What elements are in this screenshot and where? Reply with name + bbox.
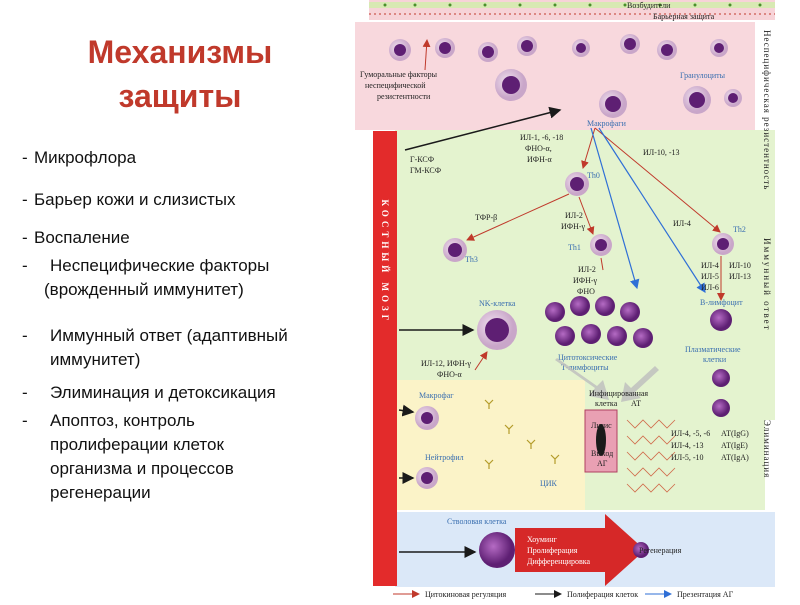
arrow-humoral <box>422 39 431 71</box>
ig-at-1: АТ(IgG) <box>721 429 749 438</box>
bone-marrow-label: КОСТНЫЙ МОЗГ <box>380 200 390 325</box>
arrow-presentation-b <box>598 127 706 294</box>
th3-label: Th3 <box>465 255 478 264</box>
b-cell-label: В-лимфоцит <box>700 298 743 307</box>
csf-line-2: ГМ-КСФ <box>410 166 441 175</box>
th0-label: Th0 <box>587 171 600 180</box>
neutrophil-label: Нейтрофил <box>425 453 464 462</box>
th2-cyto-r2: ИЛ-13 <box>729 272 751 281</box>
infected-line-1: Инфицированная <box>589 389 648 398</box>
th1-cyto-2: ИФН-γ <box>573 276 598 285</box>
macrophages-label: Макрофаги <box>587 119 627 128</box>
infected-line-2: клетка <box>595 399 618 408</box>
th2-label: Th2 <box>733 225 746 234</box>
csf-line-1: Г-КСФ <box>410 155 434 164</box>
cik-label: ЦИК <box>540 479 558 488</box>
ig-il-3: ИЛ-5, -10 <box>671 453 704 462</box>
side-label-immune: Иммунный ответ <box>762 238 772 332</box>
lysis-line-3: АГ <box>597 459 608 468</box>
humoral-label-1: Гуморальные факторы <box>360 70 438 79</box>
granulocytes-label: Гранулоциты <box>680 71 726 80</box>
th2-cyto-l3: ИЛ-6 <box>701 283 719 292</box>
ig-il-1: ИЛ-4, -5, -6 <box>671 429 710 438</box>
legend: Цитокиновая регуляция Полиферация клеток… <box>393 590 734 599</box>
title-line-2: защиты <box>118 78 242 114</box>
ctl-line-2: Т-лимфоциты <box>561 363 609 372</box>
plasma-cell <box>712 369 730 387</box>
barrier-label: Барьерная защита <box>653 12 715 21</box>
plasma-cell-2 <box>712 399 730 417</box>
ig-il-2: ИЛ-4, -13 <box>671 441 704 450</box>
side-label-nonspecific: Неспецифическая резистентность <box>762 30 772 190</box>
il12-line-2: ФНО-α <box>437 370 463 379</box>
nonspecific-cells <box>389 34 742 118</box>
grey-arrow-2 <box>621 366 659 402</box>
th2-cyto-l2: ИЛ-5 <box>701 272 719 281</box>
ig-at-3: АТ(IgA) <box>721 453 749 462</box>
homing-line-2: Пролиферация <box>527 546 578 555</box>
at-label: АТ <box>631 399 641 408</box>
th1-label: Th1 <box>568 243 581 252</box>
arrow-presentation-t <box>590 127 640 290</box>
plasma-line-2: клетки <box>703 355 727 364</box>
stem-cell <box>479 532 515 568</box>
stem-label: Стволовая клетка <box>447 517 507 526</box>
il10-label: ИЛ-10, -13 <box>643 148 680 157</box>
slide-title: Механизмы защиты <box>40 30 320 118</box>
cytokines1-line-1: ИЛ-1, -6, -18 <box>520 133 563 142</box>
homing-line-3: Дифференцировка <box>527 557 591 566</box>
pathogens-label: Возбудители <box>627 1 671 10</box>
homing-arrow <box>515 514 645 586</box>
lysis-line-2: Выход <box>591 449 613 458</box>
ctl-line-1: Цитотоксические <box>558 353 618 362</box>
legend-proliferation: Полиферация клеток <box>567 590 638 599</box>
arrow-csf <box>404 106 562 151</box>
legend-presentation: Презентация АГ <box>677 590 734 599</box>
humoral-label-2: неспецифической <box>365 81 426 90</box>
plasma-line-1: Плазматические <box>685 345 741 354</box>
antibody-icons <box>484 399 560 469</box>
il4-label: ИЛ-4 <box>673 219 691 228</box>
side-label-elimination: Элиминация <box>762 420 772 478</box>
cytotoxic-t-cells <box>545 296 653 348</box>
il2-line-2: ИФН-γ <box>561 222 586 231</box>
th1-cyto-1: ИЛ-2 <box>578 265 596 274</box>
tgf-label: ТФР-β <box>475 213 497 222</box>
th2-cyto-l1: ИЛ-4 <box>701 261 719 270</box>
th2-cyto-r1: ИЛ-10 <box>729 261 751 270</box>
immune-diagram: Возбудители Барьерная защита Неспецифиче… <box>355 0 800 600</box>
grey-arrow-1 <box>555 358 609 400</box>
cytokines1-line-2: ФНО-α, <box>525 144 552 153</box>
humoral-label-3: резистентности <box>377 92 431 101</box>
bone-marrow-bar: КОСТНЫЙ МОЗГ <box>373 131 397 586</box>
cytokines1-line-3: ИФН-α <box>527 155 553 164</box>
barrier-band: Возбудители Барьерная защита <box>369 0 775 21</box>
th1-cyto-3: ФНО <box>577 287 595 296</box>
antibody-mesh <box>626 419 676 493</box>
ig-at-2: АТ(IgE) <box>721 441 748 450</box>
b-cell <box>710 309 732 331</box>
legend-regulation: Цитокиновая регуляция <box>425 590 507 599</box>
macrophage-label: Макрофаг <box>419 391 454 400</box>
title-line-1: Механизмы <box>87 34 273 70</box>
nk-label: NK-клетка <box>479 299 516 308</box>
lysis-line-1: Лизис <box>591 421 612 430</box>
il2-line-1: ИЛ-2 <box>565 211 583 220</box>
homing-line-1: Хоуминг <box>527 535 557 544</box>
regeneration-label: Регенерация <box>639 546 682 555</box>
il12-line-1: ИЛ-12, ИФН-γ <box>421 359 471 368</box>
